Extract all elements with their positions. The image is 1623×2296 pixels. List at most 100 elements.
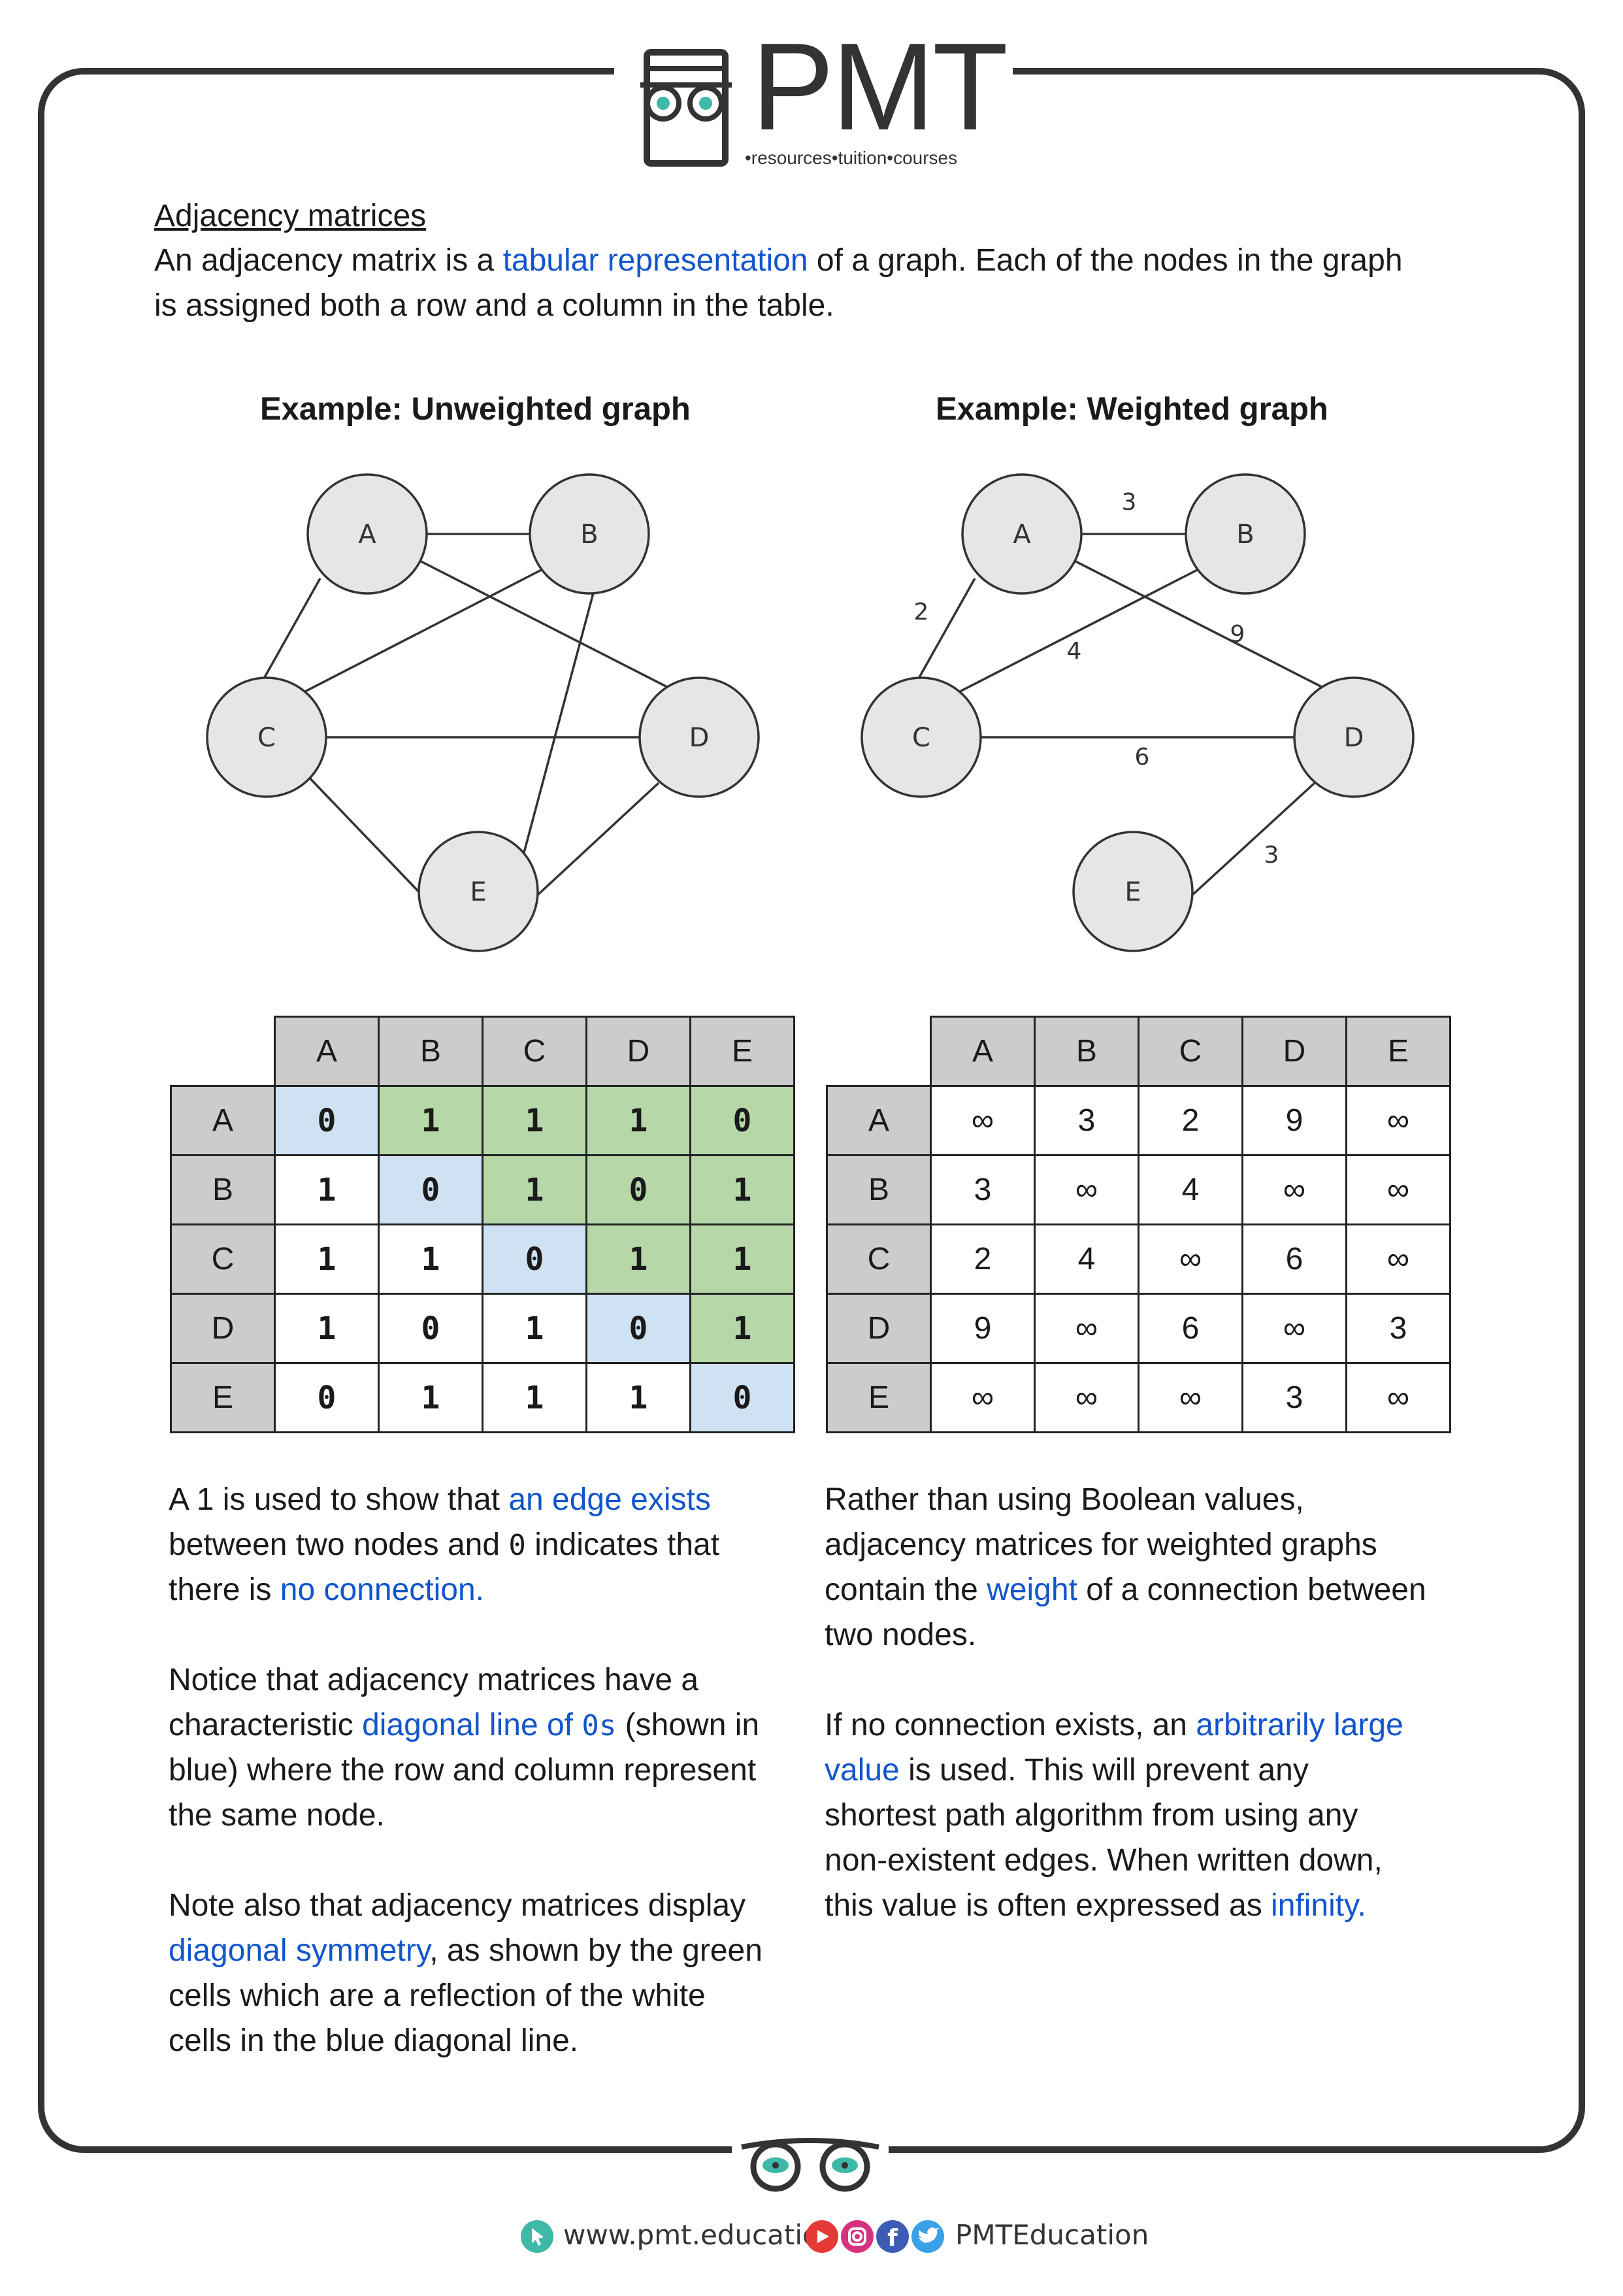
weighted-matrix: A B C D E A ∞ 3 2 9 ∞ B 3 ∞ 4 ∞ ∞ C 2 4 …	[826, 1016, 1451, 1433]
section-heading: Adjacency matrices	[154, 199, 427, 233]
matrix-cell: 0	[274, 1085, 380, 1156]
left-p2-line3: blue) where the row and column represent	[169, 1753, 757, 1788]
matrix-cell: 1	[689, 1293, 795, 1364]
matrix-cell: 1	[274, 1154, 380, 1225]
node-d-label: D	[689, 723, 710, 753]
instagram-icon	[841, 2220, 874, 2253]
logo-tagline: •resources•tuition•courses	[745, 148, 958, 168]
facebook-icon	[876, 2220, 909, 2253]
col-header: A	[274, 1016, 380, 1087]
right-p2-line2: value is used. This will prevent any	[825, 1753, 1309, 1788]
left-p2-line4: the same node.	[169, 1798, 385, 1833]
row-header: D	[170, 1293, 276, 1364]
weight-c-d: 6	[1135, 744, 1150, 771]
unweighted-graph: A B C D E	[206, 473, 760, 952]
matrix-cell: ∞	[1345, 1223, 1451, 1295]
matrix-cell: 1	[378, 1085, 484, 1156]
row-header: B	[826, 1154, 932, 1225]
matrix-cell: 1	[274, 1293, 380, 1364]
matrix-cell: 0	[274, 1362, 380, 1433]
node-c-label: C	[912, 723, 930, 753]
left-p3-line1: Note also that adjacency matrices displa…	[169, 1888, 746, 1923]
edge-d-e	[534, 782, 660, 898]
matrix-cell: 6	[1138, 1293, 1243, 1364]
matrix-cell: 9	[930, 1293, 1036, 1364]
pmt-book-glasses-icon	[640, 49, 732, 167]
matrix-cell: 1	[378, 1223, 484, 1295]
row-header: D	[826, 1293, 932, 1364]
edge-a-d	[367, 533, 700, 705]
matrix-cell: 1	[482, 1362, 587, 1433]
right-p2-line4: non-existent edges. When written down,	[825, 1843, 1383, 1878]
right-p1-line1: Rather than using Boolean values,	[825, 1482, 1304, 1517]
row-header: B	[170, 1154, 276, 1225]
matrix-cell: 0	[689, 1085, 795, 1156]
unweighted-caption: Example: Unweighted graph	[260, 391, 691, 427]
matrix-cell: ∞	[1345, 1154, 1451, 1225]
corner-cell	[171, 1017, 275, 1086]
matrix-cell: 1	[689, 1154, 795, 1225]
row-header: E	[826, 1362, 932, 1433]
matrix-cell: 4	[1138, 1154, 1243, 1225]
edge-a-c	[263, 578, 321, 679]
matrix-cell: ∞	[930, 1362, 1036, 1433]
matrix-cell: ∞	[1138, 1223, 1243, 1295]
matrix-cell: 0	[482, 1223, 587, 1295]
matrix-cell: 3	[1345, 1293, 1451, 1364]
matrix-cell: ∞	[1345, 1085, 1451, 1156]
footer-social-handle[interactable]: PMTEducation	[955, 2219, 1149, 2251]
col-header: C	[482, 1016, 587, 1087]
right-p1-line2: adjacency matrices for weighted graphs	[825, 1527, 1377, 1562]
weight-d-e: 3	[1264, 842, 1279, 869]
matrix-cell: ∞	[1034, 1293, 1139, 1364]
node-b-label: B	[1236, 520, 1254, 550]
left-p1-line3: there is no connection.	[169, 1572, 484, 1607]
matrix-cell: 0	[378, 1293, 484, 1364]
matrix-cell: 0	[378, 1154, 484, 1225]
intro-line-1: An adjacency matrix is a tabular represe…	[154, 243, 1403, 278]
node-b	[1185, 473, 1306, 595]
unweighted-matrix: A B C D E A 0 1 1 1 0 B 1 0 1 0 1 C 1 1 …	[170, 1016, 795, 1433]
matrix-cell: 2	[930, 1223, 1036, 1295]
matrix-cell: ∞	[1034, 1362, 1139, 1433]
node-e-label: E	[1124, 877, 1141, 907]
matrix-cell: ∞	[1345, 1362, 1451, 1433]
matrix-cell: 6	[1241, 1223, 1347, 1295]
cursor-icon	[521, 2220, 553, 2253]
col-header: D	[585, 1016, 691, 1087]
edge-b-e	[521, 578, 598, 858]
matrix-cell: ∞	[1241, 1293, 1347, 1364]
col-header: E	[689, 1016, 795, 1087]
col-header: D	[1241, 1016, 1347, 1087]
weight-a-d: 9	[1230, 621, 1245, 648]
edge-a-d	[1021, 533, 1354, 705]
node-b-label: B	[580, 520, 598, 550]
matrix-cell: 1	[482, 1154, 587, 1225]
node-a	[306, 473, 428, 595]
node-e-label: E	[470, 877, 486, 907]
node-a-label: A	[1013, 520, 1031, 550]
matrix-cell: 1	[482, 1085, 587, 1156]
weight-b-c: 4	[1067, 638, 1082, 665]
col-header: E	[1345, 1016, 1451, 1087]
node-e	[1072, 831, 1194, 952]
right-p2-line3: shortest path algorithm from using any	[825, 1798, 1358, 1833]
node-c-label: C	[257, 723, 276, 753]
col-header: B	[1034, 1016, 1139, 1087]
matrix-cell: 1	[482, 1293, 587, 1364]
footer-website[interactable]: www.pmt.education	[563, 2219, 837, 2251]
row-header: C	[826, 1223, 932, 1295]
weight-a-b: 3	[1122, 489, 1137, 516]
matrix-cell: 1	[689, 1223, 795, 1295]
matrix-cell: 3	[1241, 1362, 1347, 1433]
weighted-caption: Example: Weighted graph	[936, 391, 1328, 427]
node-e	[418, 831, 539, 952]
row-header: E	[170, 1362, 276, 1433]
edge-d-e	[1189, 782, 1316, 898]
logo-title: PMT	[751, 18, 1008, 156]
matrix-cell: ∞	[1138, 1362, 1243, 1433]
matrix-cell: 1	[585, 1362, 691, 1433]
matrix-cell: 1	[378, 1362, 484, 1433]
matrix-cell: 1	[585, 1085, 691, 1156]
right-p1-line4: two nodes.	[825, 1618, 977, 1652]
